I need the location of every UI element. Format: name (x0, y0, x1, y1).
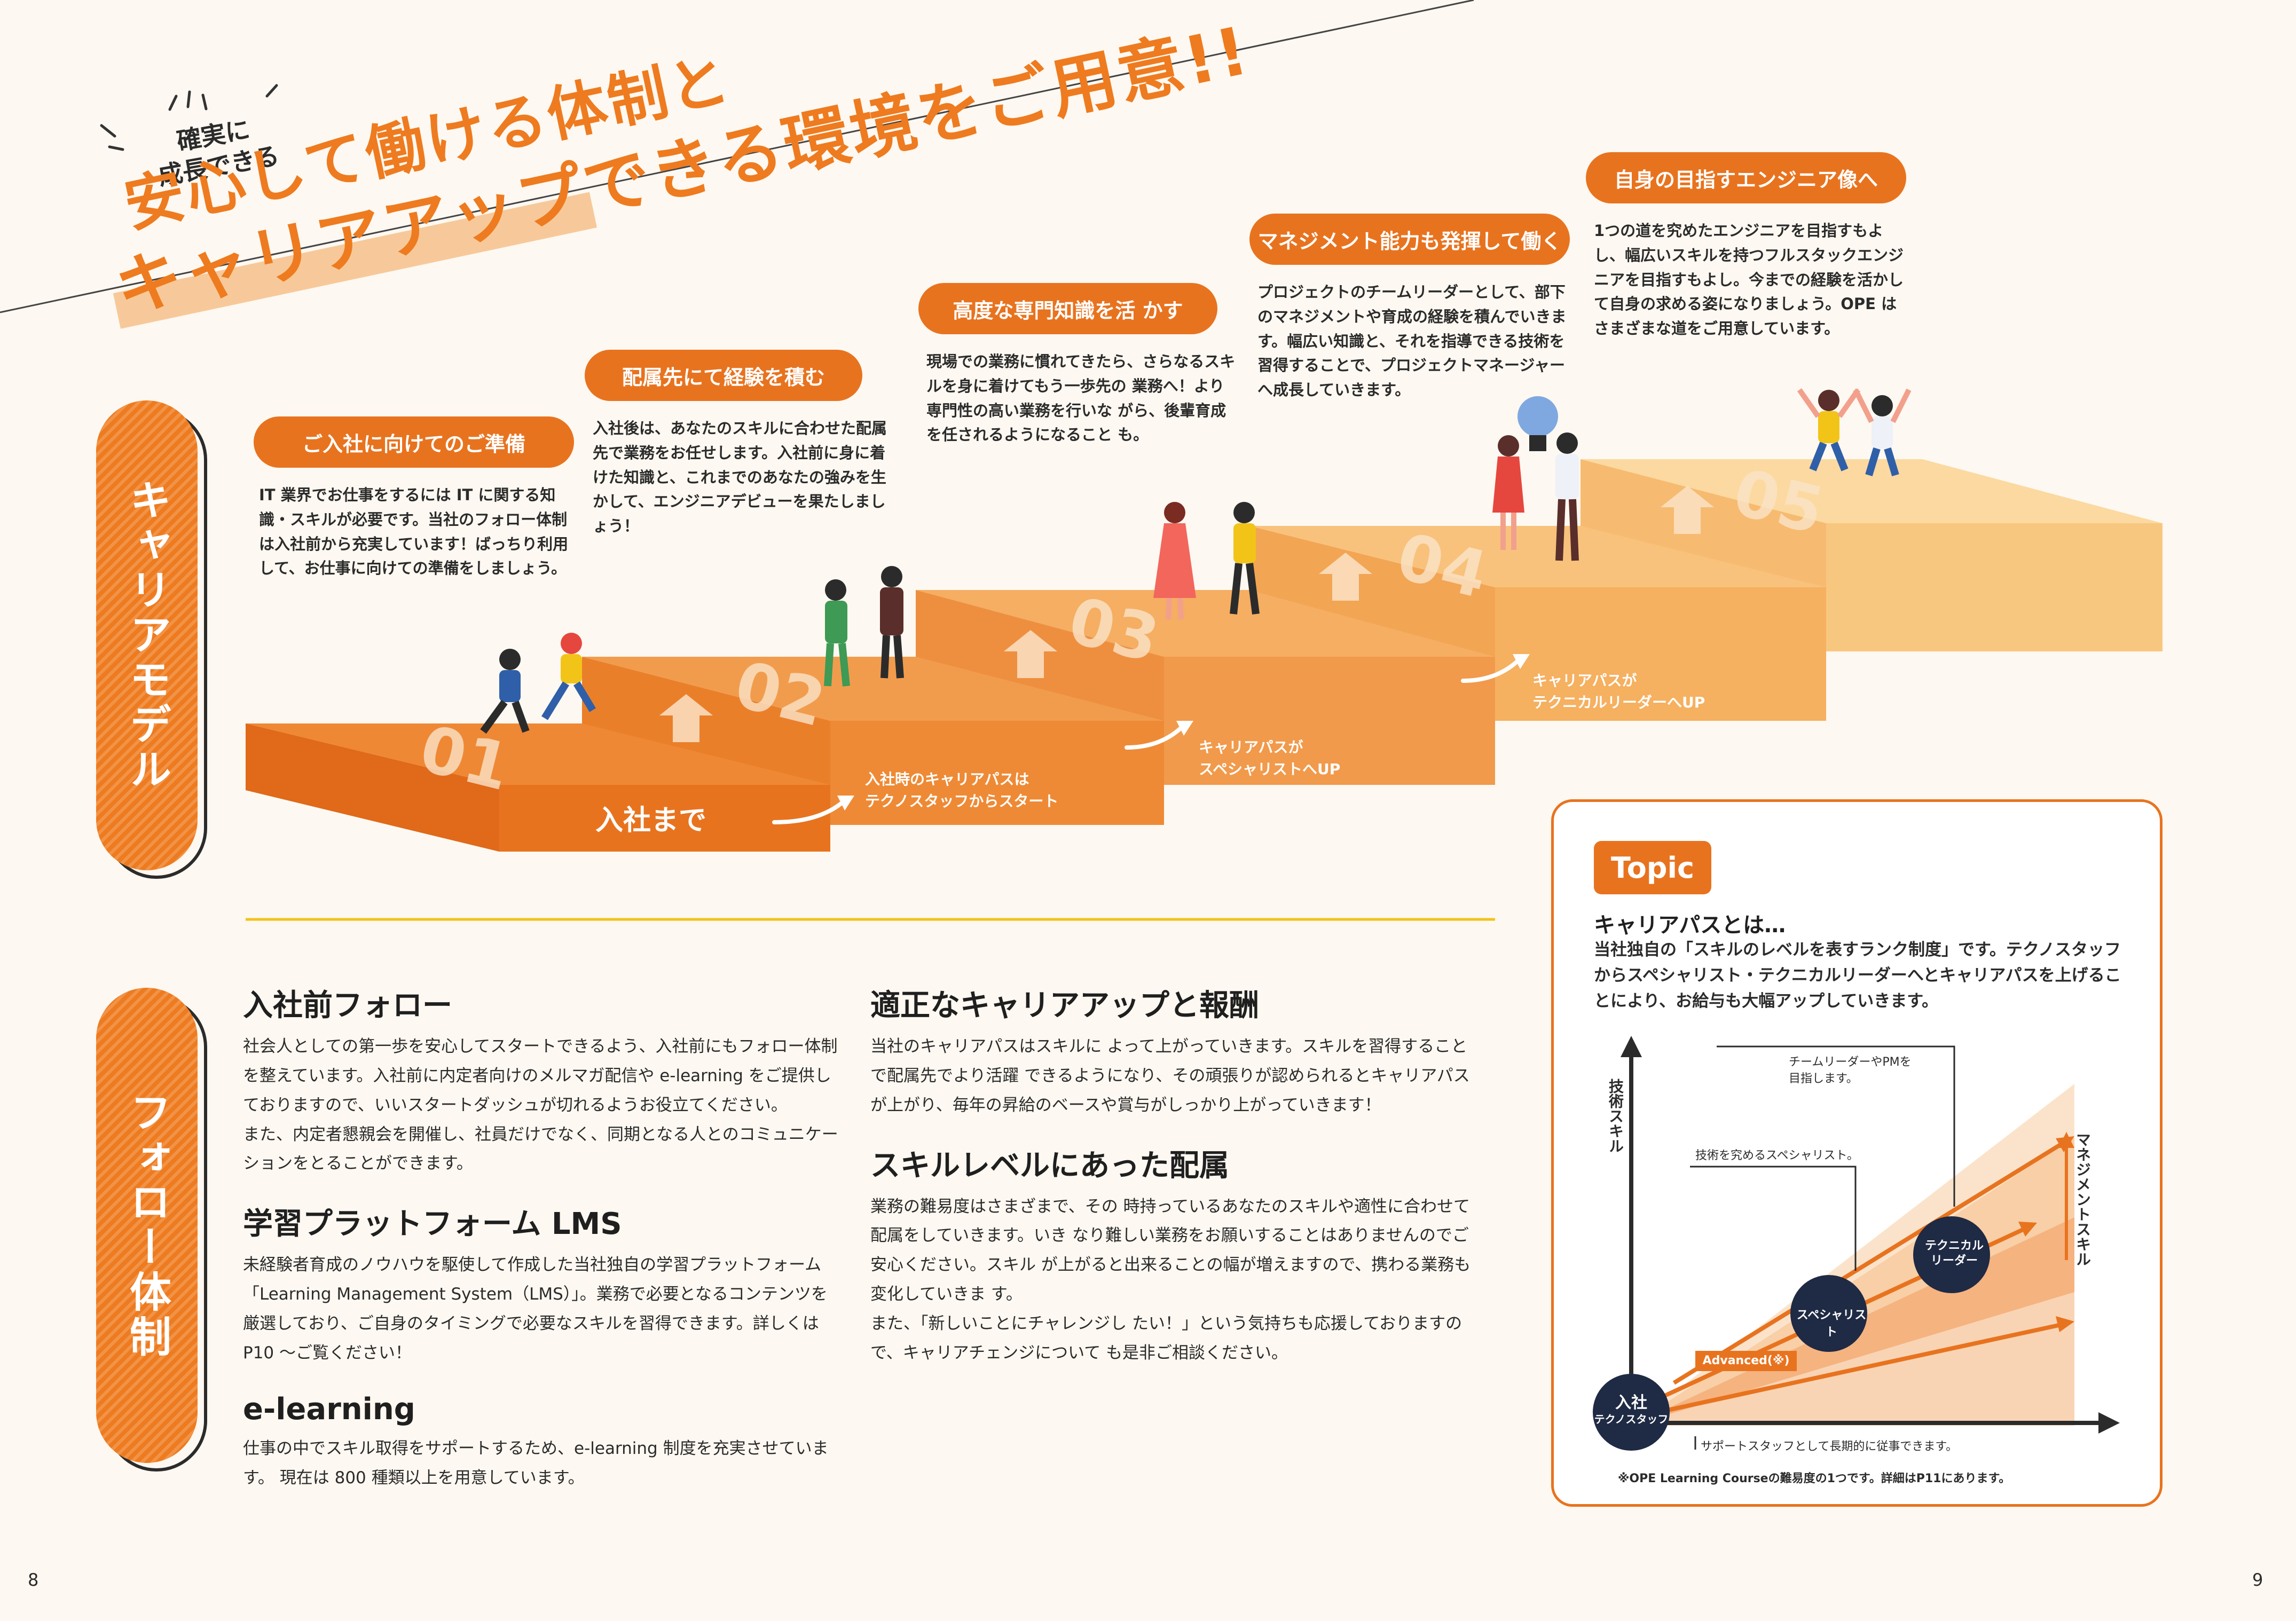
node-specialist (1790, 1275, 1867, 1352)
section-body-career-up: 当社のキャリアパスはスキルに よって上がっていきます。スキルを習得することで配属… (870, 1037, 1470, 1115)
node-leader-label: テクニカル リーダー (1924, 1239, 1984, 1268)
step5-front (1826, 523, 2163, 651)
step3-text: 現場での業務に慣れてきたら、さらなるスキルを身に着けてもう一歩先の 業務へ！より… (926, 352, 1236, 444)
step2-text: 入社後は、あなたのスキルに合わせた配属先で業務をお任せします。入社前に身に着けた… (593, 419, 887, 536)
section-body-pre-join: 社会人としての第一歩を安心してスタートできるよう、入社前にもフォロー体制を整えて… (243, 1037, 838, 1174)
section-title-elearning: e-learning (243, 1391, 415, 1427)
page-number-right: 9 (2252, 1570, 2263, 1590)
career-model-tab: キャリアモデル (96, 400, 198, 870)
lightbulb-icon (1517, 396, 1558, 451)
section-title-pre-join: 入社前フォロー (243, 988, 452, 1023)
step1-label: ご入社に向けてのご準備 (254, 416, 574, 468)
before-join-label: 入社まで (595, 805, 707, 837)
person-jumping-2 (1853, 388, 1912, 477)
follow-system-tab: フォロー体制 (96, 988, 198, 1463)
career-stairs: 01 02 03 04 05 (246, 455, 2163, 852)
chart-footnote: ※OPE Learning Courseの難易度の1つです。詳細はP11にありま… (1618, 1472, 2011, 1485)
curve-arrow-3 (1461, 660, 1519, 683)
step5-top (1581, 459, 2163, 523)
node-start-label: 入社 テクノスタッフ (1594, 1394, 1669, 1426)
section-body-elearning: 仕事の中でスキル取得をサポートするため、e-learning 制度を充実させてい… (243, 1438, 829, 1488)
topic-badge: Topic (1594, 841, 1711, 894)
chart-y-axis-label: 技術スキル (1607, 1079, 1624, 1153)
step4-text: プロジェクトのチームリーダーとして、部下のマネジメントや育成の経験を積んでいきま… (1257, 283, 1567, 399)
person-yellow-vest (1230, 502, 1260, 615)
chart-right-axis-label: マネジメントスキル (2074, 1132, 2091, 1266)
person-dark-suit (880, 566, 904, 679)
section-title-lms: 学習プラットフォーム LMS (243, 1207, 622, 1242)
note-support: サポートスタッフとして長期的に従事できます。 (1701, 1440, 1958, 1453)
person-runner-1 (480, 649, 530, 734)
person-green-suit (824, 579, 850, 687)
career-path-3: キャリアパスが テクニカルリーダーへUP (1532, 672, 1705, 711)
career-path-diagram (1593, 1036, 2120, 1451)
up-arrow-3 (1319, 553, 1372, 601)
section-title-career-up: 適正なキャリアアップと報酬 (870, 988, 1259, 1023)
person-jumping-1 (1797, 388, 1861, 471)
up-arrow-1 (659, 694, 713, 742)
step2-front (830, 721, 1164, 825)
node-specialist-label: スペシャリスト (1796, 1309, 1867, 1339)
step3-front (1164, 657, 1495, 785)
burst-marks (100, 84, 278, 151)
people-illustrations (480, 388, 1912, 734)
step4-front (1495, 587, 1826, 721)
node-start (1593, 1374, 1670, 1451)
step4-top (1249, 526, 1826, 587)
advanced-label: Advanced(※) (1702, 1354, 1790, 1367)
career-model-label: キャリアモデル (123, 478, 171, 792)
follow-right-column: 適正なキャリアアップと報酬 当社のキャリアパスはスキルに よって上がっていきます… (870, 981, 1476, 1368)
person-runner-2 (541, 633, 596, 720)
step5-label: 自身の目指すエンジニア像へ (1586, 152, 1906, 203)
advanced-tag (1695, 1351, 1797, 1371)
step4-label: マネジメント能力も発揮して働く (1249, 214, 1570, 265)
node-leader (1913, 1216, 1990, 1293)
career-path-2: キャリアパスが スペシャリストへUP (1199, 738, 1341, 778)
step1-side (246, 723, 499, 852)
step1-top (246, 723, 830, 785)
follow-left-column: 入社前フォロー 社会人としての第一歩を安心してスタートできるよう、入社前にもフォ… (243, 981, 841, 1492)
step2-top (582, 657, 1164, 721)
up-arrow-2 (1004, 630, 1057, 678)
step1-text: IT 業界でお仕事をするには IT に関する知識・スキルが必要です。当社のフォロ… (259, 486, 569, 578)
section-title-skill-level: スキルレベルにあった配属 (870, 1148, 1229, 1183)
person-red-dress (1153, 502, 1196, 620)
topic-body: 当社独自の「スキルのレベルを表すランク制度」です。テクノスタッフからスペシャリス… (1594, 940, 2121, 1011)
page-number-left: 8 (28, 1570, 39, 1590)
person-pink-dress (1492, 435, 1524, 550)
note-leader: チームリーダーやPMを 目指します。 (1789, 1056, 1912, 1085)
section-body-skill-level: 業務の難易度はさまざまで、その 時持っているあなたのスキルや適性に合わせて配属を… (870, 1197, 1471, 1363)
curve-arrow-2 (1125, 727, 1182, 750)
curve-arrow-1 (772, 801, 843, 824)
step2-label: 配属先にて経験を積む (585, 350, 862, 401)
topic-title: キャリアパスとは… (1594, 913, 1786, 938)
follow-system-label: フォロー体制 (123, 1091, 171, 1360)
career-path-1: 入社時のキャリアパスは テクノスタッフからスタート (865, 770, 1059, 810)
section-body-lms: 未経験者育成のノウハウを駆使して作成した当社独自の学習プラットフォーム「Lear… (243, 1255, 828, 1363)
step5-text: 1つの道を究めたエンジニアを目指すもよし、幅広いスキルを持つフルスタックエンジニ… (1594, 222, 1904, 338)
step1-front (499, 785, 830, 852)
step3-label: 高度な専門知識を活 かす (918, 283, 1217, 334)
person-white-shirt (1555, 432, 1579, 561)
note-specialist: 技術を究めるスペシャリスト。 (1695, 1149, 1859, 1162)
step3-top (916, 590, 1495, 657)
up-arrow-4 (1661, 486, 1714, 534)
